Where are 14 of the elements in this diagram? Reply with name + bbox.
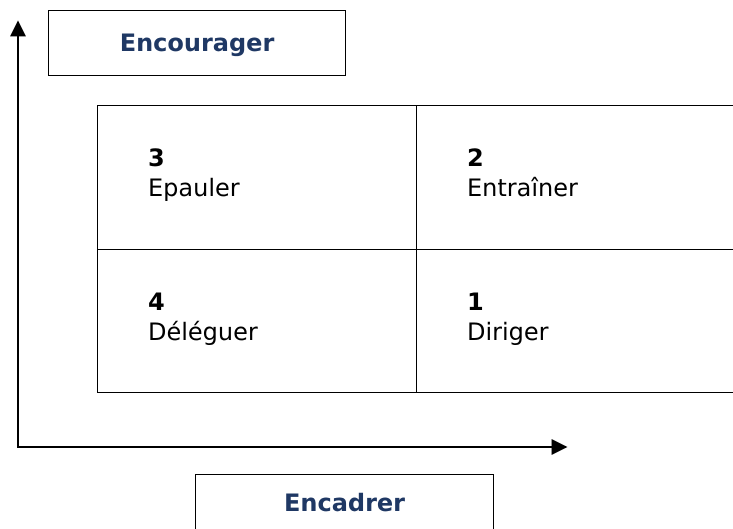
quadrant-label: Epauler: [148, 174, 240, 202]
quadrant-number: 1: [467, 288, 484, 316]
quadrant-number: 3: [148, 144, 165, 172]
quadrant-cell: [97, 105, 417, 250]
quadrant-cell: [97, 249, 417, 393]
quadrant-number: 2: [467, 144, 484, 172]
quadrant-number: 4: [148, 288, 165, 316]
axis-title-box: [195, 474, 494, 529]
quadrant-label: Diriger: [467, 318, 549, 346]
axis-title: Encadrer: [284, 489, 406, 517]
quadrant-label: Entraîner: [467, 174, 578, 202]
axis-title-box: [48, 10, 346, 76]
axis-title: Encourager: [120, 29, 274, 57]
quadrant-label: Déléguer: [148, 318, 258, 346]
